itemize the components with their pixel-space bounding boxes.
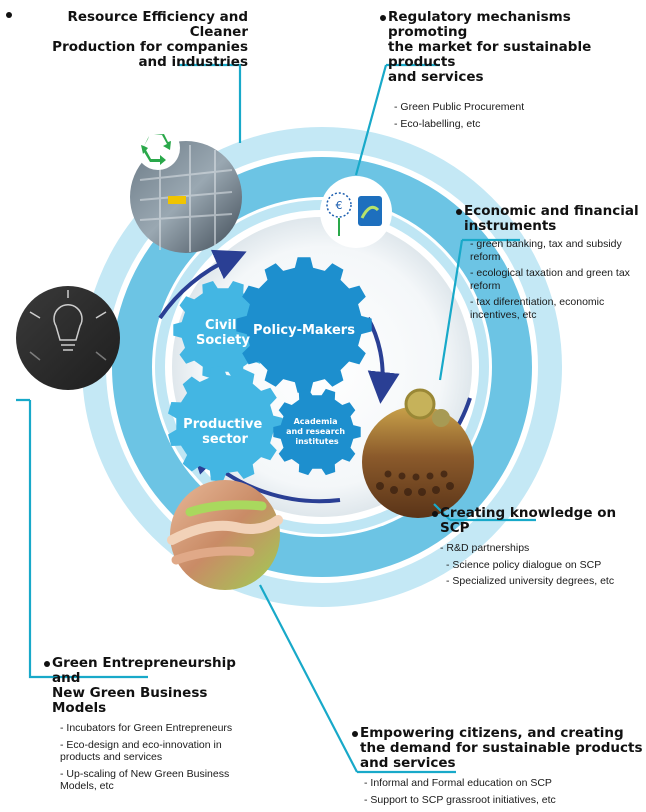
heading-economic: Economic and financial instruments [464, 203, 639, 234]
gear-productive-sector [168, 366, 283, 482]
heading-resource-efficiency: Resource Efficiency and Cleaner Producti… [52, 9, 248, 70]
middle-ring [112, 157, 532, 577]
section-resource-efficiency: Resource Efficiency and Cleaner Producti… [8, 10, 248, 70]
photo-hands [167, 480, 283, 590]
list-item: - ecological taxation and green tax refo… [470, 267, 630, 292]
bullet-dot [456, 209, 462, 215]
heading-knowledge: Creating knowledge on SCP [440, 505, 617, 536]
list-item: - Support to SCP grassroot initiatives, … [364, 793, 556, 806]
leader-resource [178, 63, 242, 143]
list-item: - Science policy dialogue on SCP [446, 558, 602, 571]
section-economic: Economic and financial instruments - gre… [464, 204, 644, 325]
section-knowledge: Creating knowledge on SCP - R&D partners… [440, 506, 640, 592]
gear-label-academia: Academia and research institutes [286, 417, 348, 446]
photo-lightbulb [16, 286, 120, 390]
gear-label-productive-sector: Productive sector [183, 417, 267, 447]
gear-label-civil-society: Civil Society [196, 318, 250, 348]
list-item: - green banking, tax and subsidy reform [470, 238, 622, 263]
ecolabel-flower-icon: € [336, 199, 343, 212]
leader-entrepreneurship [16, 398, 148, 679]
bullet-dot [432, 511, 438, 517]
leader-regulatory [354, 63, 440, 176]
gear-policy-makers [236, 257, 372, 393]
bullet-dot [352, 731, 358, 737]
gear-shape [273, 388, 361, 476]
cycle-arrow-top [158, 249, 247, 320]
heading-entrepreneurship: Green Entrepreneurship and New Green Bus… [52, 655, 236, 716]
ecolabel-logos: € [320, 176, 392, 248]
recycle-icon [136, 126, 180, 170]
gear-label-policy-makers: Policy-Makers [253, 323, 355, 338]
heading-regulatory: Regulatory mechanisms promoting the mark… [388, 9, 592, 85]
list-item: - Incubators for Green Entrepreneurs [60, 722, 233, 734]
list-item: - Eco-labelling, etc [394, 117, 481, 130]
list-item: - R&D partnerships [440, 542, 530, 554]
list-item: - Eco-design and eco-innovation in produ… [60, 738, 222, 764]
section-regulatory: Regulatory mechanisms promoting the mark… [384, 10, 644, 134]
bullet-dot [44, 661, 50, 667]
section-entrepreneurship: Green Entrepreneurship and New Green Bus… [52, 656, 262, 797]
leader-lines [16, 63, 536, 774]
list-item: - Up-scaling of New Green Business Model… [60, 767, 230, 793]
section-citizens: Empowering citizens, and creating the de… [360, 726, 644, 810]
photo-lecture-hall [362, 388, 474, 518]
list-item: - Green Public Procurement [394, 101, 525, 113]
list-item: - tax diferentiation, economic incentive… [470, 296, 605, 321]
bullet-dot [6, 12, 12, 18]
gear-academia [273, 388, 361, 476]
leader-citizens [259, 584, 456, 774]
bullet-dot [380, 15, 386, 21]
gear-shape [168, 366, 283, 482]
list-item: - Informal and Formal education on SCP [364, 777, 552, 789]
leader-knowledge [433, 503, 536, 522]
list-item: - Specialized university degrees, etc [446, 575, 615, 587]
heading-citizens: Empowering citizens, and creating the de… [360, 725, 643, 771]
leader-economic [438, 238, 520, 381]
lightbulb-icon [53, 304, 83, 341]
gear-shape [236, 257, 372, 393]
